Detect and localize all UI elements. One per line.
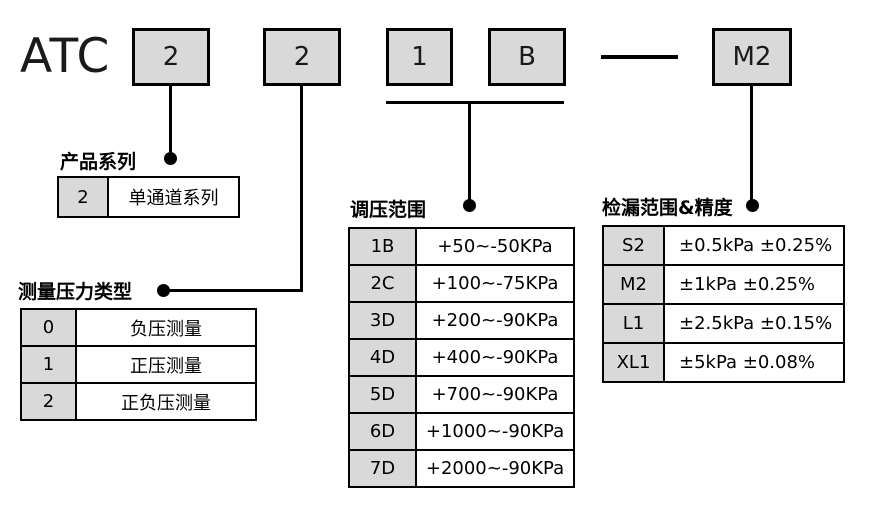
table-regulation-range: 1B +50~-50KPa 2C +100~-75KPa 3D +200~-90… xyxy=(348,227,575,488)
connector-leak-vline xyxy=(750,86,753,200)
range-code: 4D xyxy=(350,340,417,375)
pressure-type-code: 0 xyxy=(22,310,77,345)
table-series: 2 单通道系列 xyxy=(57,176,240,218)
table-pressure-type: 0 负压测量 1 正压测量 2 正负压测量 xyxy=(20,308,257,421)
series-desc: 单通道系列 xyxy=(128,188,219,209)
leak-desc: ±5kPa ±0.08% xyxy=(679,352,816,373)
range-desc: +2000~-90KPa xyxy=(425,458,565,479)
table-row: 2C +100~-75KPa xyxy=(350,264,573,301)
range-code: 2C xyxy=(350,266,417,301)
code-box-series: 2 xyxy=(132,28,210,86)
range-code: 6D xyxy=(350,414,417,449)
table-row: XL1 ±5kPa ±0.08% xyxy=(604,342,843,381)
range-code: 3D xyxy=(350,303,417,338)
range-desc: +700~-90KPa xyxy=(431,384,559,405)
code-box-range-letter: B xyxy=(488,28,566,86)
leak-code: S2 xyxy=(604,227,665,264)
table-row: L1 ±2.5kPa ±0.15% xyxy=(604,303,843,342)
connector-leak-dot xyxy=(746,199,759,212)
pressure-type-desc: 负压测量 xyxy=(130,318,202,340)
code-box-range-digit: 1 xyxy=(386,28,453,86)
range-code: 7D xyxy=(350,451,417,486)
leak-code: XL1 xyxy=(604,344,665,381)
section-label-series: 产品系列 xyxy=(60,151,137,173)
connector-series-line xyxy=(169,86,172,152)
connector-range-dot xyxy=(463,199,476,212)
table-row: M2 ±1kPa ±0.25% xyxy=(604,264,843,303)
table-row: 2 正负压测量 xyxy=(22,382,255,419)
table-leak-range: S2 ±0.5kPa ±0.25% M2 ±1kPa ±0.25% L1 ±2.… xyxy=(602,225,845,383)
pressure-type-desc: 正负压测量 xyxy=(121,392,211,414)
connector-series-dot xyxy=(164,152,177,165)
code-box-leak-grade: M2 xyxy=(712,28,792,86)
table-row: 1 正压测量 xyxy=(22,345,255,382)
section-label-regulation-range: 调压范围 xyxy=(350,199,427,221)
range-desc: +200~-90KPa xyxy=(431,310,559,331)
table-row: 3D +200~-90KPa xyxy=(350,301,573,338)
table-row: 1B +50~-50KPa xyxy=(350,229,573,264)
table-row: S2 ±0.5kPa ±0.25% xyxy=(604,227,843,264)
range-code: 5D xyxy=(350,377,417,412)
range-desc: +400~-90KPa xyxy=(431,347,559,368)
range-desc: +50~-50KPa xyxy=(437,236,553,257)
leak-desc: ±2.5kPa ±0.15% xyxy=(679,313,833,334)
table-row: 2 单通道系列 xyxy=(59,178,238,216)
connector-pressure-type-hline xyxy=(164,289,303,292)
dash-separator xyxy=(601,55,678,59)
range-desc: +1000~-90KPa xyxy=(425,421,565,442)
series-code: 2 xyxy=(59,178,109,216)
connector-range-vline xyxy=(468,101,471,201)
model-prefix: ATC xyxy=(20,29,111,84)
leak-desc: ±1kPa ±0.25% xyxy=(679,274,816,295)
connector-range-underline xyxy=(386,101,564,104)
table-row: 4D +400~-90KPa xyxy=(350,338,573,375)
pressure-type-code: 1 xyxy=(22,347,77,382)
leak-code: L1 xyxy=(604,305,665,342)
pressure-type-code: 2 xyxy=(22,384,77,419)
range-desc: +100~-75KPa xyxy=(431,273,559,294)
code-box-pressure-type: 2 xyxy=(263,28,341,86)
table-row: 5D +700~-90KPa xyxy=(350,375,573,412)
range-code: 1B xyxy=(350,229,417,264)
section-label-pressure-type: 测量压力类型 xyxy=(18,281,133,303)
section-label-leak-range: 检漏范围&精度 xyxy=(602,197,733,219)
leak-code: M2 xyxy=(604,266,665,303)
connector-pressure-type-dot xyxy=(157,284,170,297)
table-row: 6D +1000~-90KPa xyxy=(350,412,573,449)
pressure-type-desc: 正压测量 xyxy=(130,355,202,377)
table-row: 7D +2000~-90KPa xyxy=(350,449,573,486)
table-row: 0 负压测量 xyxy=(22,310,255,345)
connector-pressure-type-vline xyxy=(300,86,303,292)
leak-desc: ±0.5kPa ±0.25% xyxy=(679,235,833,256)
